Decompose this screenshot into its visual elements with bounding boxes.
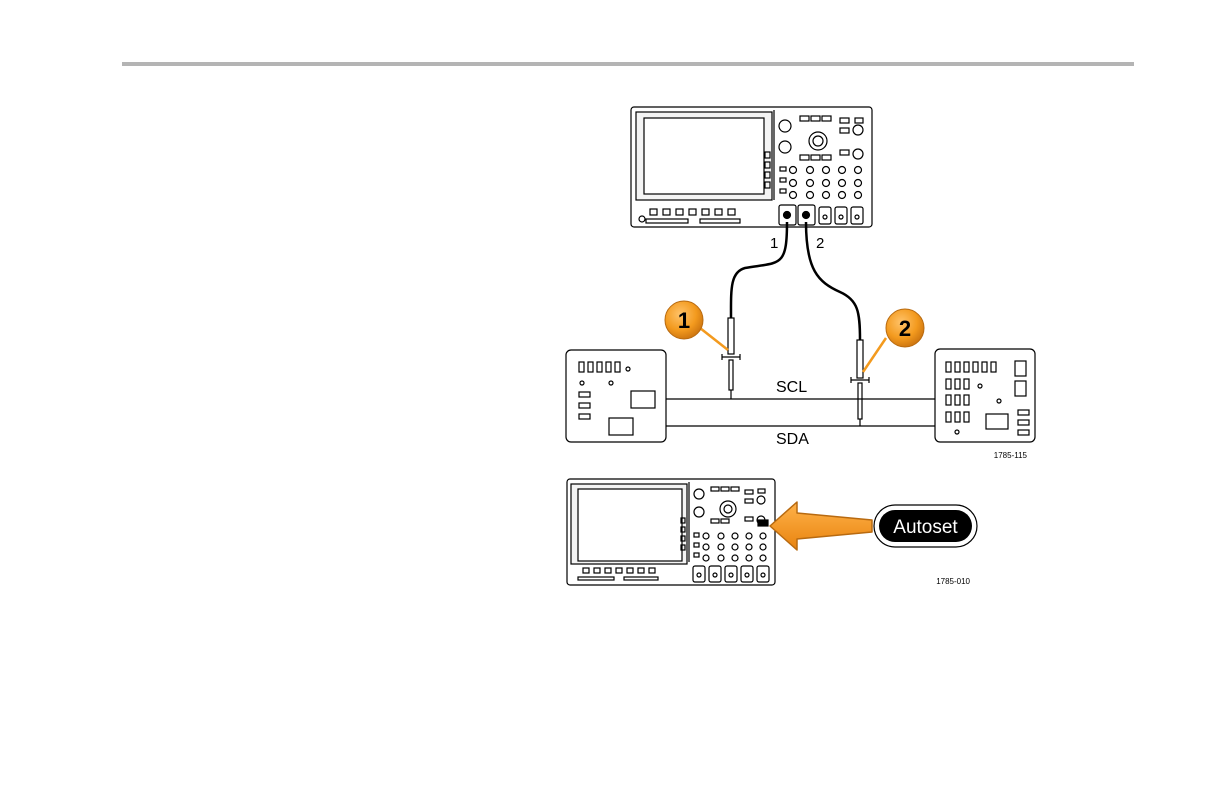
oscilloscope-top: [631, 107, 872, 227]
probe-1: [722, 318, 740, 399]
channel-1-label: 1: [770, 235, 778, 252]
probe-1-cable: [731, 222, 787, 318]
autoset-button: Autoset: [874, 505, 977, 547]
autoset-label: Autoset: [893, 517, 958, 538]
callout-1-number: 1: [678, 308, 690, 333]
channel-2-label: 2: [816, 235, 824, 252]
autoset-arrow: [770, 502, 872, 550]
callout-1-leader: [700, 328, 728, 350]
figure-id-1: 1785-115: [994, 451, 1028, 460]
device-board-left: [566, 350, 666, 442]
callout-2-number: 2: [899, 316, 911, 341]
oscilloscope-bottom: [567, 479, 775, 585]
sda-label: SDA: [776, 431, 809, 448]
figure-id-2: 1785-010: [936, 577, 970, 586]
scl-label: SCL: [776, 379, 807, 396]
probe-2: [851, 340, 869, 426]
device-board-right: [935, 349, 1035, 442]
probe-2-cable: [806, 222, 860, 340]
callout-2-leader: [863, 338, 886, 372]
